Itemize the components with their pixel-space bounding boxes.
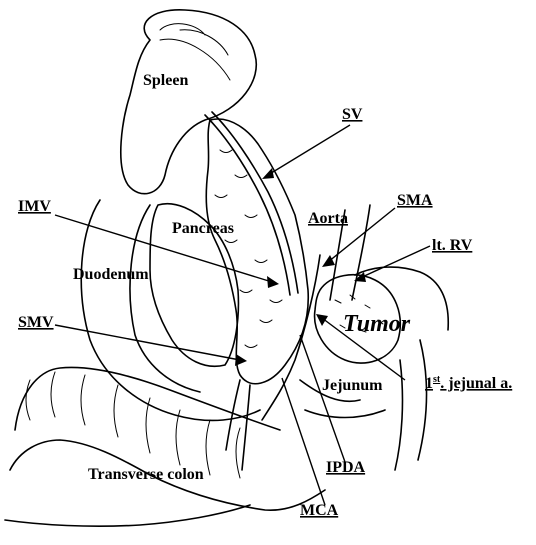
spleen-outline: [121, 10, 257, 194]
ipda-leader: [300, 335, 345, 462]
label-lt-rv: lt. RV: [432, 237, 473, 254]
pancreas-outline: [206, 119, 308, 384]
sv-arrowhead: [262, 168, 274, 179]
label-first-jejunal: 1st. jejunal a.: [425, 374, 512, 392]
label-imv: IMV: [18, 198, 51, 215]
smv-leader: [55, 325, 240, 360]
first-jejunal-arrowhead: [316, 314, 328, 326]
label-tumor: Tumor: [343, 311, 411, 337]
right-structure: [395, 340, 427, 470]
pancreas-lobules: [215, 150, 282, 348]
colon-lower-edge: [5, 505, 250, 526]
label-duodenum: Duodenum: [73, 266, 149, 283]
label-pancreas: Pancreas: [172, 220, 234, 237]
label-spleen: Spleen: [143, 72, 188, 89]
label-sma: SMA: [397, 192, 433, 209]
transverse-colon-outline: [10, 367, 325, 510]
label-transverse-colon: Transverse colon: [88, 466, 204, 483]
label-sv: SV: [342, 106, 363, 123]
sma-arrowhead: [322, 255, 335, 267]
label-ipda: IPDA: [326, 459, 366, 476]
smv-arrowhead: [235, 354, 247, 366]
splenic-vein: [205, 115, 290, 295]
transverse-colon-haustra: [26, 372, 240, 478]
label-jejunum: Jejunum: [322, 377, 383, 394]
sv-leader: [268, 125, 350, 175]
imv-arrowhead: [267, 276, 279, 288]
label-smv: SMV: [18, 314, 54, 331]
label-aorta: Aorta: [308, 210, 348, 227]
mca-leader: [282, 378, 325, 505]
lt-rv-leader: [360, 246, 430, 278]
middle-colic-vessels: [226, 380, 250, 470]
label-mca: MCA: [300, 502, 339, 519]
